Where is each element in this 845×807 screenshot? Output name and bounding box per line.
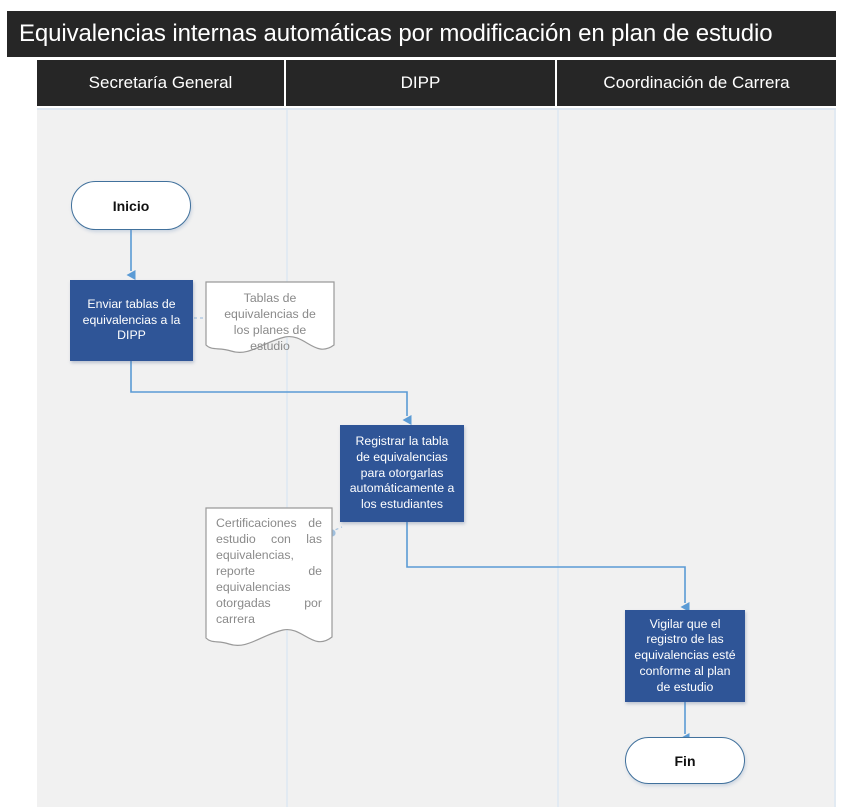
document-shape-icon [205, 507, 333, 646]
node-inicio[interactable]: Inicio [71, 181, 191, 230]
doc-tablas-text: Tablas de equivalencias de los planes de… [224, 291, 316, 353]
node-registrar-tabla[interactable]: Registrar la tabla de equivalencias para… [340, 425, 464, 522]
lane-separator-2 [557, 110, 559, 807]
node-enviar-tablas[interactable]: Enviar tablas de equivalencias a la DIPP [70, 280, 193, 361]
lane-header-secretaria-general: Secretaría General [37, 60, 286, 106]
lane-edge-right [834, 110, 836, 807]
doc-certificaciones-text: Certificaciones de estudio con las equiv… [216, 516, 322, 626]
page-title: Equivalencias internas automáticas por m… [19, 20, 773, 47]
document-shape-icon [205, 281, 335, 353]
node-vigilar-registro[interactable]: Vigilar que el registro de las equivalen… [625, 610, 745, 702]
lane-separator-1 [286, 110, 288, 807]
diagram-title-bar: Equivalencias internas automáticas por m… [7, 11, 836, 57]
node-doc-tablas[interactable]: Tablas de equivalencias de los planes de… [205, 281, 335, 358]
lane-header-dipp: DIPP [286, 60, 557, 106]
lane-header-coordinacion-de-carrera: Coordinación de Carrera [557, 60, 836, 106]
lane-header-row: Secretaría General DIPP Coordinación de … [37, 60, 836, 106]
node-doc-certificaciones[interactable]: Certificaciones de estudio con las equiv… [205, 507, 333, 651]
node-fin[interactable]: Fin [625, 737, 745, 784]
